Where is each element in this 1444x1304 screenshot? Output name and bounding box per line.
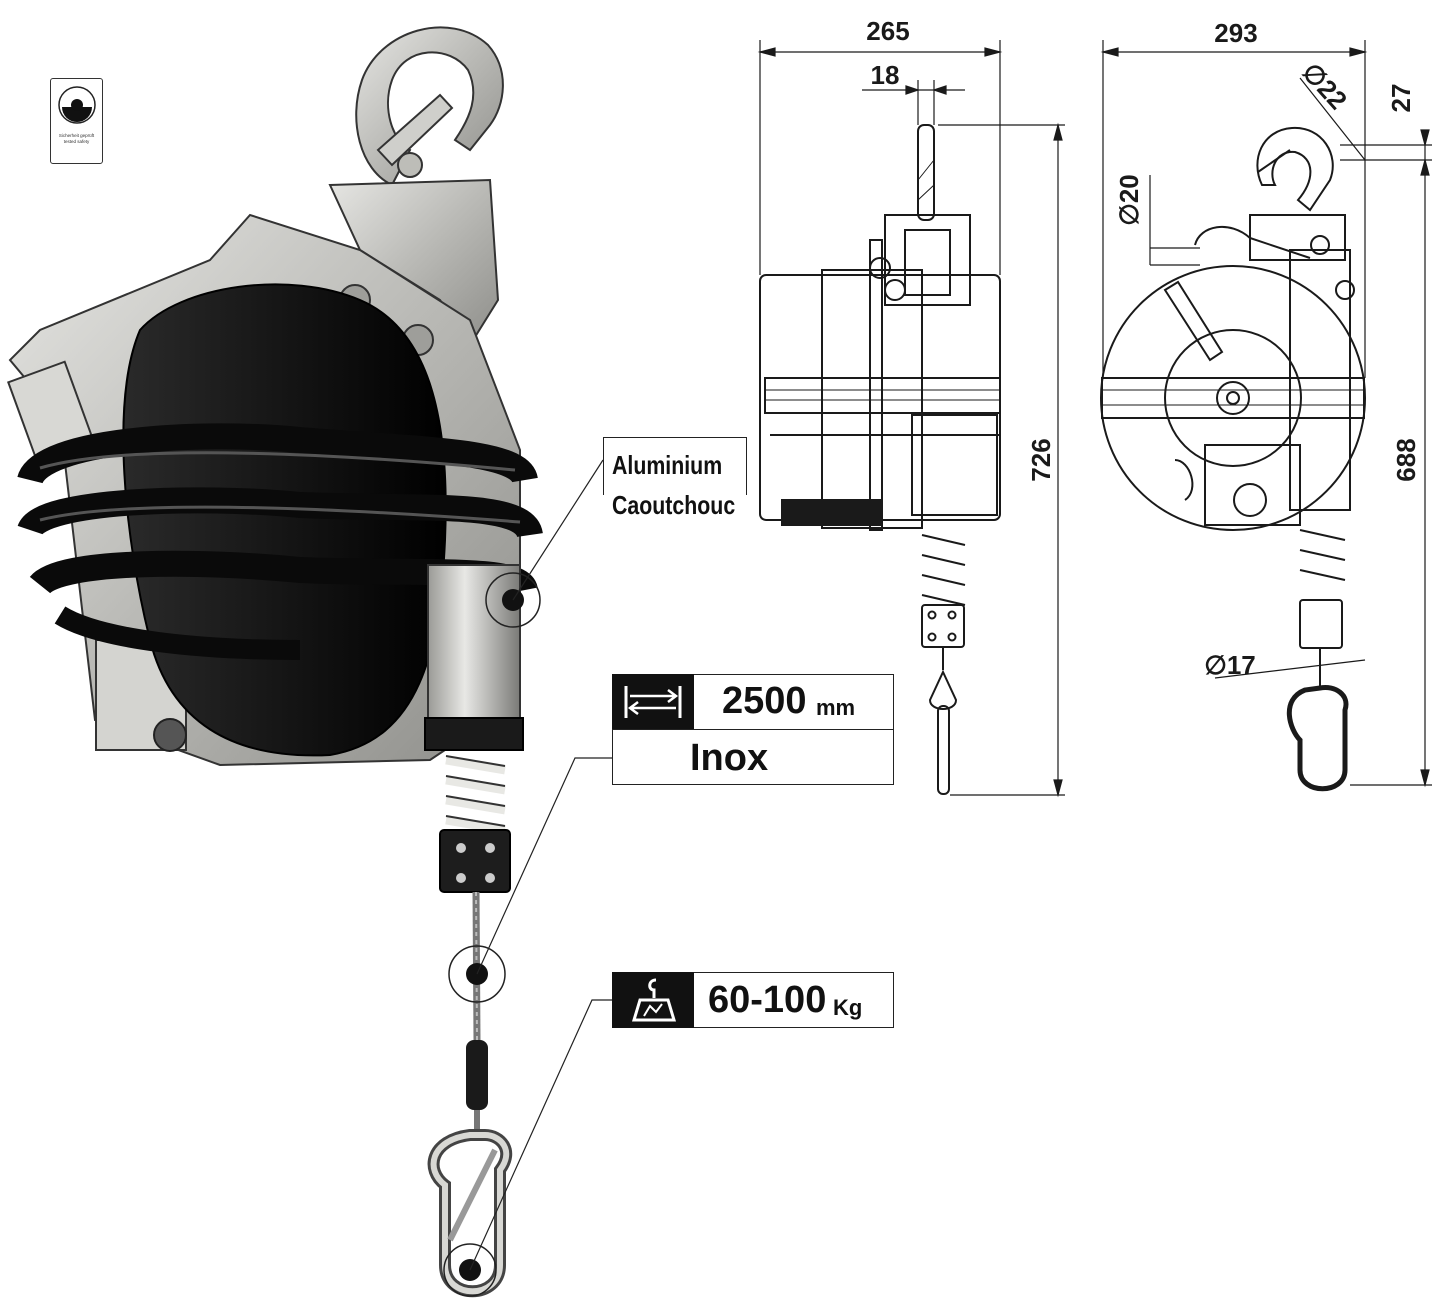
side-view-drawing <box>759 124 1001 795</box>
cable-length-icon <box>624 686 682 718</box>
front-view-dimensions <box>1100 40 1432 788</box>
dguv-certificate: Sicherheit geprüft tested safety <box>50 78 103 164</box>
certificate-line-1: Sicherheit geprüft <box>58 133 95 138</box>
dim-front-snap-dia: ∅17 <box>1204 650 1256 680</box>
cable-length-icon-box <box>612 674 694 730</box>
dim-front-hook-dia: ∅22 <box>1296 57 1353 115</box>
side-view-dimensions <box>757 40 1065 798</box>
dim-front-eye-dia: ∅20 <box>1114 174 1144 226</box>
dim-side-width: 265 <box>866 16 909 46</box>
load-icon-box <box>612 972 694 1028</box>
load-capacity-value: 60-100 <box>708 979 827 1021</box>
cable-material-box <box>612 729 894 785</box>
top-hook <box>355 26 504 187</box>
dim-front-width: 293 <box>1214 18 1257 48</box>
snap-hook <box>427 1129 513 1298</box>
front-view-drawing <box>1100 126 1366 792</box>
material-rubber-label: Caoutchouc <box>612 490 736 520</box>
material-aluminium-label: Aluminium <box>612 450 723 480</box>
dim-side-hook-width: 18 <box>871 60 900 90</box>
dim-front-hook-offset: 27 <box>1386 84 1416 113</box>
load-capacity-unit: Kg <box>833 995 863 1020</box>
dguv-logo-icon <box>58 86 96 124</box>
material-label-box <box>603 437 747 495</box>
leader-lines <box>469 459 612 1271</box>
cable-material-label: Inox <box>690 737 769 779</box>
dim-side-height: 726 <box>1026 438 1056 481</box>
cable-stopper <box>439 829 511 893</box>
load-weight-icon <box>631 978 677 1022</box>
cable-length-unit: mm <box>816 695 856 720</box>
certificate-line-2: tested safety <box>63 139 90 144</box>
dim-front-height: 688 <box>1391 438 1421 481</box>
cable-length-value: 2500 <box>722 680 807 722</box>
spring <box>445 755 506 835</box>
